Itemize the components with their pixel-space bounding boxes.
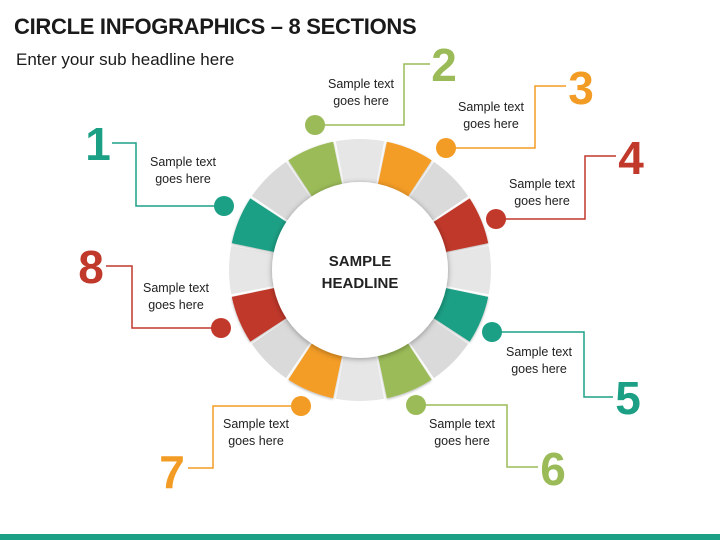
- ring-segment-colored: [231, 198, 289, 253]
- section-6: 6 Sample text goes here: [406, 395, 566, 495]
- ring-segment-colored: [431, 198, 489, 253]
- marker-dot-6: [406, 395, 426, 415]
- section-number-8: 8: [78, 241, 104, 293]
- section-3: 3 Sample text goes here: [436, 62, 594, 158]
- section-text-2a: Sample text: [328, 77, 395, 91]
- section-text-4a: Sample text: [509, 177, 576, 191]
- section-text-6b: goes here: [434, 434, 490, 448]
- connector-line-8: [106, 265, 221, 329]
- section-text-1b: goes here: [155, 172, 211, 186]
- section-number-4: 4: [618, 132, 644, 184]
- section-text-6a: Sample text: [429, 417, 496, 431]
- connector-line-1: [112, 142, 224, 207]
- page-subtitle: Enter your sub headline here: [16, 50, 235, 69]
- connector-line-3: [446, 85, 566, 149]
- connector-line-4: [496, 155, 616, 220]
- section-7: 7 Sample text goes here: [159, 396, 311, 498]
- section-number-6: 6: [540, 443, 566, 495]
- ring-segment-colored: [431, 287, 489, 342]
- connector-line-2: [315, 63, 430, 126]
- marker-dot-8: [211, 318, 231, 338]
- ring-segment-gray: [443, 245, 491, 295]
- section-4: 4 Sample text goes here: [486, 132, 644, 229]
- ring: [229, 139, 491, 401]
- ring-segment-colored: [288, 341, 343, 399]
- center-headline-line2: HEADLINE: [322, 275, 399, 292]
- ring-segment-colored: [231, 287, 289, 342]
- section-text-3a: Sample text: [458, 100, 525, 114]
- marker-dot-1: [214, 196, 234, 216]
- center-headline-line1: SAMPLE: [329, 253, 392, 270]
- marker-dot-5: [482, 322, 502, 342]
- ring-segment-gray: [251, 161, 313, 223]
- ring-segment-gray: [251, 317, 313, 379]
- section-number-7: 7: [159, 446, 185, 498]
- ring-segment-colored: [377, 141, 432, 199]
- section-text-7a: Sample text: [223, 417, 290, 431]
- section-number-3: 3: [568, 62, 594, 114]
- ring-segment-gray: [229, 245, 277, 295]
- marker-dot-7: [291, 396, 311, 416]
- section-text-5b: goes here: [511, 362, 567, 376]
- section-5: 5 Sample text goes here: [482, 322, 641, 424]
- ring-segment-gray: [407, 317, 469, 379]
- section-number-1: 1: [85, 118, 111, 170]
- center-circle: [272, 182, 448, 358]
- marker-dot-4: [486, 209, 506, 229]
- section-2: 2 Sample text goes here: [305, 39, 457, 135]
- section-8: 8 Sample text goes here: [78, 241, 231, 338]
- section-text-3b: goes here: [463, 117, 519, 131]
- marker-dot-3: [436, 138, 456, 158]
- ring-segment-gray: [407, 161, 469, 223]
- page-title: CIRCLE INFOGRAPHICS – 8 SECTIONS: [14, 14, 417, 39]
- ring-segment-colored: [377, 341, 432, 399]
- marker-dot-2: [305, 115, 325, 135]
- connector-line-6: [416, 404, 538, 468]
- connector-line-5: [492, 331, 613, 398]
- bottom-accent-bar: [0, 534, 720, 540]
- section-text-7b: goes here: [228, 434, 284, 448]
- section-text-8a: Sample text: [143, 281, 210, 295]
- section-number-5: 5: [615, 372, 641, 424]
- ring-segment-gray: [335, 139, 385, 187]
- connector-line-7: [188, 405, 301, 469]
- section-text-8b: goes here: [148, 298, 204, 312]
- ring-segment-gray: [335, 353, 385, 401]
- section-text-2b: goes here: [333, 94, 389, 108]
- section-text-1a: Sample text: [150, 155, 217, 169]
- ring-segment-colored: [288, 141, 343, 199]
- section-text-4b: goes here: [514, 194, 570, 208]
- section-number-2: 2: [431, 39, 457, 91]
- section-1: 1 Sample text goes here: [85, 118, 234, 216]
- section-text-5a: Sample text: [506, 345, 573, 359]
